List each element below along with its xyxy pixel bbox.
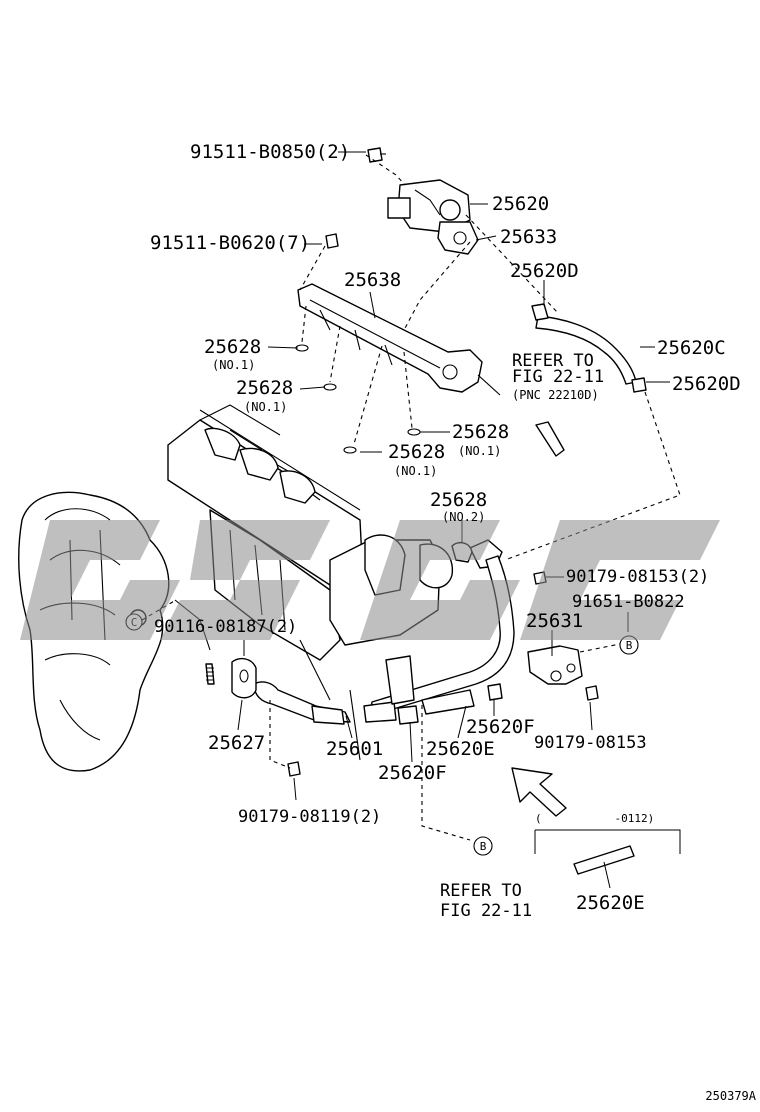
- label-25628-c-note: (NO.1): [394, 464, 437, 478]
- gasket-25627: [231, 657, 257, 699]
- label-90116-08187: 90116-08187(2): [154, 617, 297, 637]
- inset-tube-25620e: [573, 845, 635, 875]
- svg-text:B: B: [480, 840, 487, 853]
- nut-90179-08119: [287, 761, 301, 777]
- refer-to-upper: REFER TO: [512, 351, 594, 371]
- inset-date-range: ( -0112): [535, 812, 654, 825]
- view-arrow: [511, 767, 567, 817]
- label-25628-e: 25628: [430, 489, 487, 511]
- label-25620e-inset: 25620E: [576, 892, 645, 914]
- gasket-25628-b: [323, 383, 337, 391]
- label-25631: 25631: [526, 610, 583, 632]
- label-25620d-right: 25620D: [672, 373, 741, 395]
- stud-90116: [205, 663, 215, 685]
- label-91651-b0822: 91651-B0822: [572, 592, 685, 612]
- label-25620: 25620: [492, 193, 549, 215]
- fig-ref-upper: FIG 22-11: [512, 367, 604, 387]
- label-25627: 25627: [208, 732, 265, 754]
- ref-circle-b1: B: [619, 635, 639, 655]
- label-90179-08153-2: 90179-08153(2): [566, 567, 709, 587]
- label-91511-b0620: 91511-B0620(7): [150, 232, 310, 254]
- label-25620f-lower: 25620F: [378, 762, 447, 784]
- label-25628-b-note: (NO.1): [244, 400, 287, 414]
- nut-90179-08153-b: [585, 685, 599, 701]
- label-25601: 25601: [326, 738, 383, 760]
- label-91511-b0850: 91511-B0850(2): [190, 141, 350, 163]
- label-25628-a-note: (NO.1): [212, 358, 255, 372]
- figure-number: 250379A: [705, 1089, 756, 1103]
- pnc-ref: (PNC 22210D): [512, 388, 599, 402]
- egr-cooler: [297, 233, 501, 396]
- label-25628-d-note: (NO.1): [458, 444, 501, 458]
- refer-to-lower: REFER TO: [440, 881, 522, 901]
- watermark-logo: [20, 520, 720, 640]
- label-25620d-top: 25620D: [510, 260, 579, 282]
- egr-pipe: [253, 539, 515, 725]
- fig-ref-lower: FIG 22-11: [440, 901, 532, 921]
- label-25628-d: 25628: [452, 421, 509, 443]
- label-90179-08153: 90179-08153: [534, 733, 647, 753]
- label-25620f-right: 25620F: [466, 716, 535, 738]
- ref-circle-b2: B: [473, 836, 493, 856]
- label-25628-c: 25628: [388, 441, 445, 463]
- gasket-25628-d: [407, 428, 421, 436]
- svg-text:B: B: [626, 639, 633, 652]
- label-25628-a: 25628: [204, 336, 261, 358]
- label-25628-e-note: (NO.2): [442, 510, 485, 524]
- label-25628-b: 25628: [236, 377, 293, 399]
- bracket-25631: [527, 645, 583, 685]
- label-25638: 25638: [344, 269, 401, 291]
- label-90179-08119: 90179-08119(2): [238, 807, 381, 827]
- gasket-25628-c: [343, 446, 357, 454]
- label-25633: 25633: [500, 226, 557, 248]
- hose-25620c: [531, 303, 647, 457]
- label-25620c: 25620C: [657, 337, 726, 359]
- label-25620e: 25620E: [426, 738, 495, 760]
- egr-valve: [367, 147, 479, 255]
